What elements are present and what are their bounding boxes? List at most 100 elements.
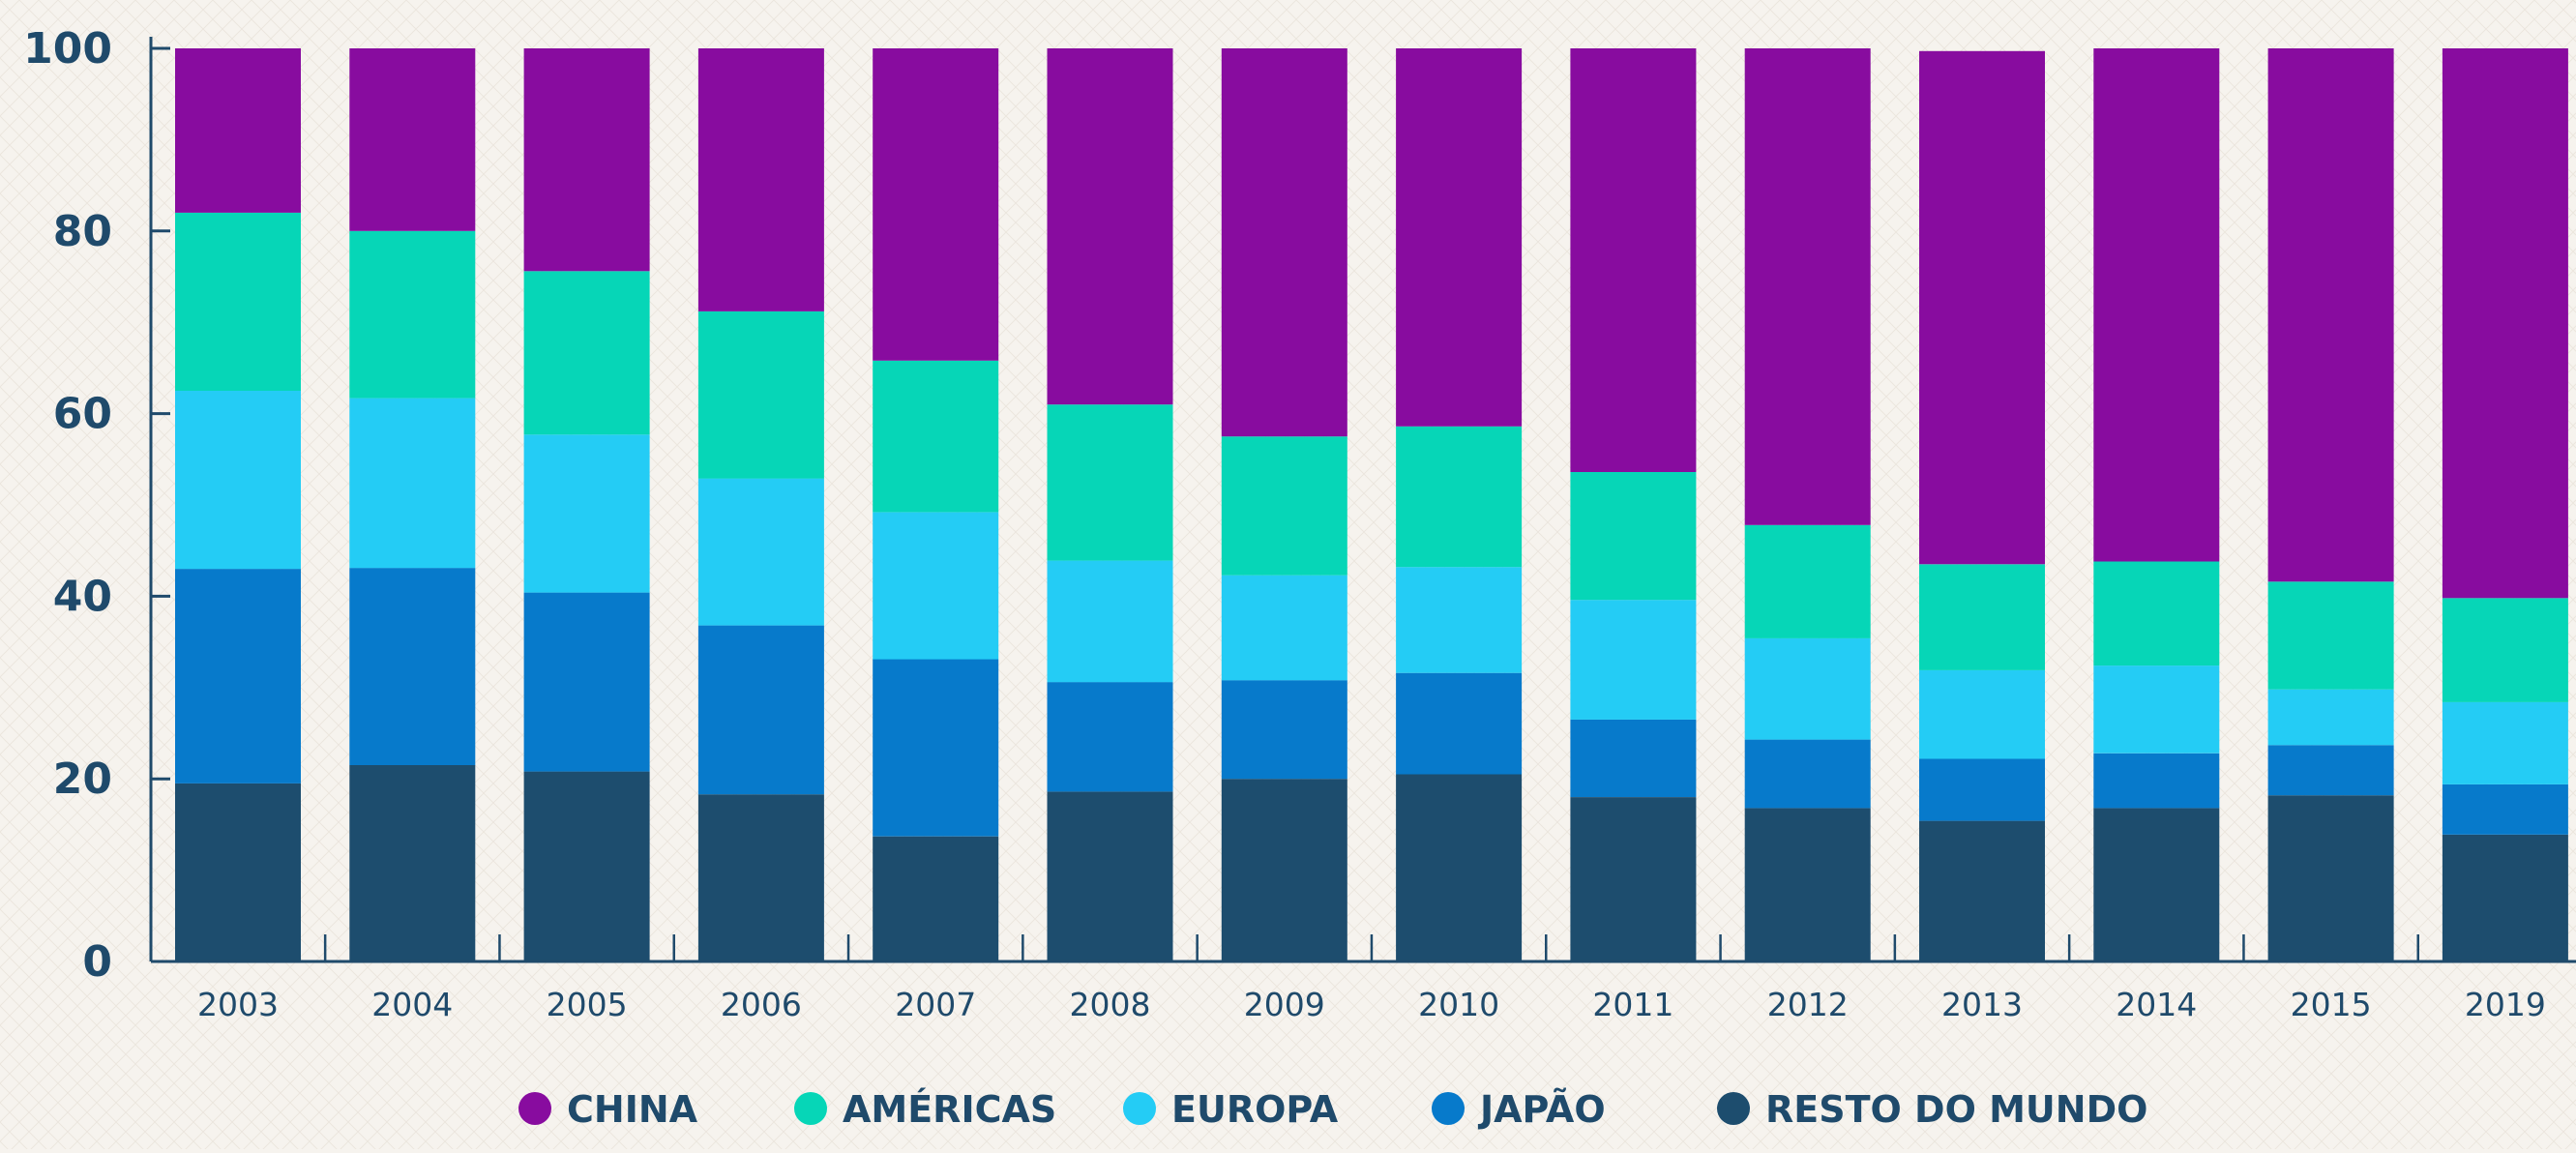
legend-swatch [518,1092,551,1125]
x-tick-label: 2007 [895,986,976,1023]
bar-segment-jap-o-2008 [1047,682,1173,792]
legend-swatch [1717,1092,1750,1125]
bar-segment-am-ricas-2008 [1047,404,1173,561]
bar-segment-europa-2014 [2093,665,2220,754]
x-tick-label: 2013 [1941,986,2023,1023]
bar-segment-jap-o-2014 [2093,753,2220,809]
bar-segment-resto-do-mundo-2003 [175,783,301,961]
y-tick-label: 100 [23,24,112,74]
bar-segment-resto-do-mundo-2019 [2442,834,2568,961]
y-tick-label: 60 [53,390,112,439]
legend-item-resto-do-mundo: RESTO DO MUNDO [1717,1088,2147,1131]
bar-segment-jap-o-2009 [1221,680,1347,780]
bar-segment-resto-do-mundo-2013 [1919,820,2045,961]
bar-segment-europa-2011 [1570,600,1697,720]
x-tick-label: 2010 [1418,986,1499,1023]
bar-segment-europa-2003 [175,391,301,570]
bar-segment-resto-do-mundo-2014 [2093,808,2220,961]
bar-segment-jap-o-2007 [873,659,999,837]
y-tick-label: 20 [53,754,112,804]
bar-segment-europa-2019 [2442,701,2568,784]
bar-segment-resto-do-mundo-2015 [2267,795,2394,961]
legend: CHINA AMÉRICAS EUROPA JAPÃO RESTO DO MUNDO [518,1088,2147,1131]
bar-segment-china-2004 [349,48,476,231]
bar-segment-europa-2005 [523,434,650,593]
bar-segment-resto-do-mundo-2009 [1221,779,1347,961]
x-tick-label: 2019 [2465,986,2546,1023]
x-tick-label: 2015 [2291,986,2372,1023]
x-tick-label: 2008 [1070,986,1151,1023]
bar-segment-resto-do-mundo-2005 [523,771,650,961]
bar-segment-europa-2010 [1396,567,1523,673]
bar-segment-am-ricas-2009 [1221,436,1347,576]
legend-item-jap-o: JAPÃO [1432,1088,1606,1131]
legend-label: EUROPA [1171,1088,1339,1131]
bar-segment-europa-2008 [1047,560,1173,683]
bar-segment-jap-o-2011 [1570,719,1697,797]
bar-segment-china-2009 [1221,48,1347,437]
bar-segment-am-ricas-2011 [1570,472,1697,601]
legend-item-china: CHINA [518,1088,698,1131]
x-tick-label: 2006 [721,986,802,1023]
bar-segment-am-ricas-2007 [873,360,999,513]
bar-segment-china-2005 [523,48,650,272]
bar-segment-europa-2009 [1221,575,1347,681]
legend-swatch [1123,1092,1156,1125]
bar-segment-europa-2004 [349,398,476,569]
bar-segment-resto-do-mundo-2010 [1396,774,1523,961]
bar-segment-jap-o-2013 [1919,758,2045,821]
bar-segment-jap-o-2003 [175,569,301,783]
x-tick-label: 2009 [1244,986,1325,1023]
bar-segment-am-ricas-2014 [2093,561,2220,666]
bar-segment-china-2019 [2442,48,2568,599]
bar-segment-china-2003 [175,48,301,213]
bar-segment-china-2015 [2267,48,2394,582]
bar-segment-china-2013 [1919,50,2045,565]
bar-segment-china-2006 [697,48,824,311]
bar-segment-europa-2007 [873,512,999,660]
bar-segment-jap-o-2010 [1396,672,1523,775]
bar-segment-europa-2013 [1919,669,2045,759]
bar-segment-resto-do-mundo-2011 [1570,797,1697,961]
bar-segment-jap-o-2006 [697,625,824,795]
bar-segment-am-ricas-2012 [1744,524,1871,638]
x-tick-label: 2011 [1592,986,1673,1023]
bar-segment-china-2014 [2093,48,2220,562]
bars-layer [175,48,2568,961]
bar-segment-china-2008 [1047,48,1173,405]
bar-segment-jap-o-2005 [523,592,650,772]
x-tick-label: 2003 [197,986,279,1023]
bar-segment-am-ricas-2015 [2267,581,2394,690]
y-tick-label: 0 [82,937,112,987]
bar-segment-resto-do-mundo-2008 [1047,791,1173,961]
legend-item-am-ricas: AMÉRICAS [794,1088,1056,1131]
bar-segment-resto-do-mundo-2007 [873,836,999,961]
bar-segment-china-2012 [1744,48,1871,525]
legend-swatch [794,1092,827,1125]
bar-segment-china-2007 [873,48,999,361]
bar-segment-am-ricas-2010 [1396,426,1523,568]
x-tick-label: 2005 [547,986,628,1023]
y-tick-label: 80 [53,207,112,256]
bar-segment-china-2011 [1570,48,1697,472]
legend-label: CHINA [567,1088,698,1131]
bar-segment-europa-2006 [697,478,824,626]
bar-segment-resto-do-mundo-2012 [1744,808,1871,961]
legend-label: JAPÃO [1477,1088,1606,1131]
bar-segment-jap-o-2004 [349,568,476,765]
x-tick-label: 2014 [2116,986,2197,1023]
legend-swatch [1432,1092,1465,1125]
x-tick-label: 2012 [1767,986,1849,1023]
axis-layer: 2003 2004 2005 2006 2007 2008 2009 2010 2011 2012… [23,24,2576,1023]
bar-segment-am-ricas-2004 [349,230,476,399]
bar-segment-jap-o-2019 [2442,783,2568,835]
x-tick-label: 2004 [371,986,453,1023]
bar-segment-jap-o-2012 [1744,739,1871,809]
legend-label: AMÉRICAS [843,1088,1056,1131]
bar-segment-resto-do-mundo-2006 [697,794,824,961]
bar-segment-am-ricas-2005 [523,271,650,435]
bar-segment-am-ricas-2013 [1919,564,2045,670]
bar-segment-am-ricas-2003 [175,212,301,391]
